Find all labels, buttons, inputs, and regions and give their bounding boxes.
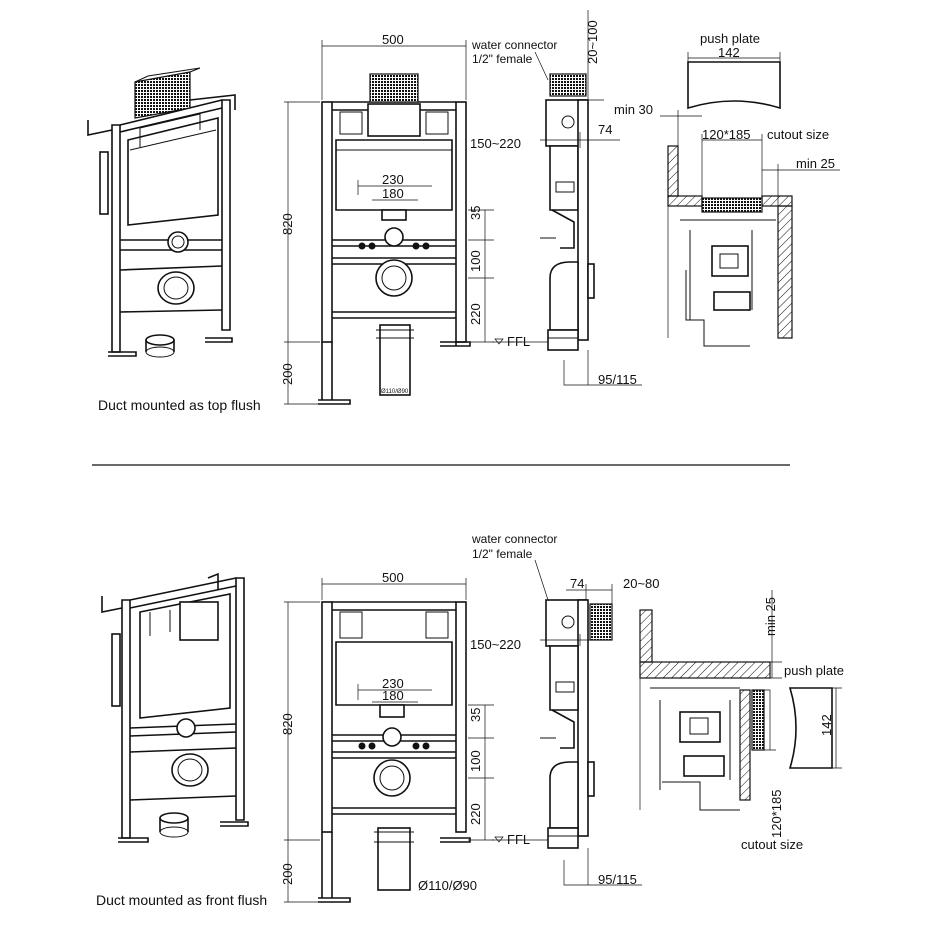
top-dim-230: 230 — [382, 172, 404, 187]
bottom-front-width: 500 — [382, 570, 404, 585]
bottom-detail-view — [639, 590, 842, 811]
bottom-side-view — [492, 559, 642, 886]
top-water-connector: water connector — [471, 38, 557, 52]
top-dim-74: 74 — [598, 122, 612, 137]
bottom-dim-230: 230 — [382, 676, 404, 691]
bottom-iso-view — [101, 572, 249, 843]
bottom-front-height: 820 — [280, 713, 295, 735]
bottom-duct-label: Ø110/Ø90 — [418, 878, 477, 893]
top-ffl: FFL — [507, 334, 530, 349]
top-front-floor: 200 — [280, 363, 295, 385]
bottom-dim-35: 35 — [468, 708, 483, 722]
bottom-caption: Duct mounted as front flush — [96, 892, 267, 908]
bottom-dim-150-220: 150~220 — [470, 637, 521, 652]
bottom-front-floor: 200 — [280, 863, 295, 885]
top-dim-20-100: 20~100 — [585, 20, 600, 64]
top-side-view — [492, 10, 642, 386]
top-dim-100: 100 — [468, 250, 483, 272]
top-iso-view — [87, 67, 236, 358]
top-front-width: 500 — [382, 32, 404, 47]
top-min-25: min 25 — [796, 156, 835, 171]
bottom-min-25: min 25 — [763, 597, 778, 636]
top-front-view — [284, 40, 494, 405]
top-dim-142: 142 — [718, 45, 740, 60]
top-min-30: min 30 — [614, 102, 653, 117]
top-water-female: 1/2" female — [472, 52, 533, 66]
top-push-plate: push plate — [700, 31, 760, 46]
top-detail-view — [660, 52, 840, 347]
top-dim-220: 220 — [468, 303, 483, 325]
top-dim-150-220: 150~220 — [470, 136, 521, 151]
top-dim-95-115: 95/115 — [598, 372, 637, 387]
bottom-water-connector: water connector — [471, 532, 557, 546]
bottom-dim-100: 100 — [468, 750, 483, 772]
bottom-ffl: FFL — [507, 832, 530, 847]
top-duct-label: Ø110/Ø90 — [381, 389, 409, 395]
bottom-dim-220: 220 — [468, 803, 483, 825]
bottom-dim-180: 180 — [382, 688, 404, 703]
top-caption: Duct mounted as top flush — [98, 397, 261, 413]
bottom-dim-74: 74 — [570, 576, 584, 591]
bottom-push-plate: push plate — [784, 663, 844, 678]
bottom-dim-142: 142 — [819, 714, 834, 736]
bottom-water-female: 1/2" female — [472, 547, 533, 561]
bottom-dim-95-115: 95/115 — [598, 872, 637, 887]
bottom-dim-20-80: 20~80 — [623, 576, 660, 591]
bottom-cutout-label: cutout size — [741, 837, 803, 852]
top-cutout-dim: 120*185 — [702, 127, 750, 142]
top-cutout-label: cutout size — [767, 127, 829, 142]
top-dim-35: 35 — [468, 206, 483, 220]
bottom-front-view — [284, 578, 494, 903]
bottom-cutout-dim: 120*185 — [769, 790, 784, 838]
top-dim-180: 180 — [382, 186, 404, 201]
top-front-height: 820 — [280, 213, 295, 235]
